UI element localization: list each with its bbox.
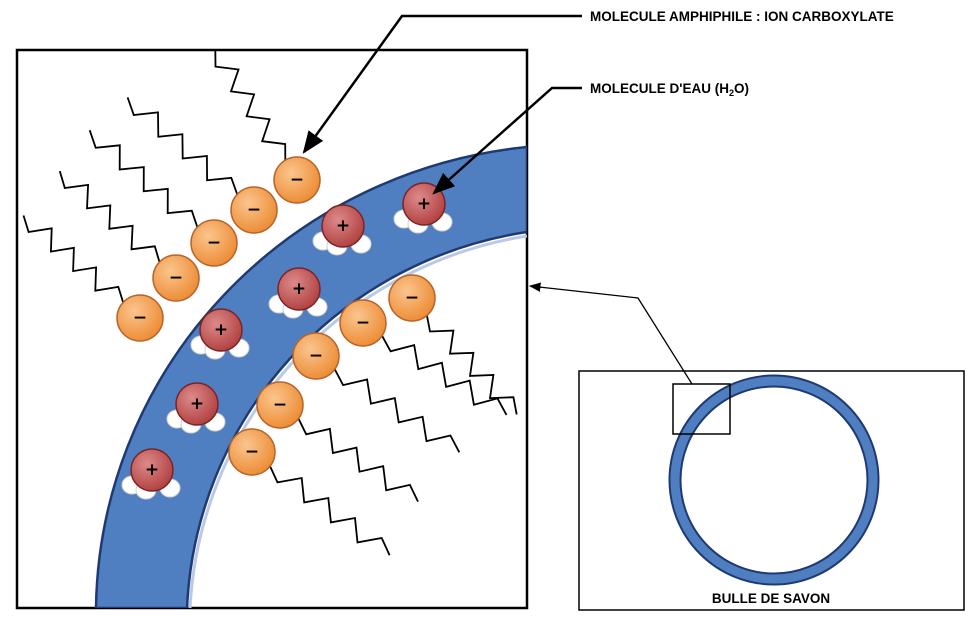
- carboxylate-head: [190, 219, 238, 267]
- carboxylate-tail: [22, 215, 125, 304]
- water-charge-label: +: [190, 394, 204, 414]
- carboxylate-tail: [268, 464, 391, 556]
- carboxylate-head: [228, 428, 276, 476]
- carboxylate-charge-label: −: [247, 200, 261, 220]
- carboxylate-head: [292, 332, 340, 380]
- carboxylate-charge-label: −: [309, 346, 323, 366]
- carboxylate-head: [116, 294, 164, 342]
- bubble-caption: BULLE DE SAVON: [712, 591, 830, 606]
- water-charge-label: +: [336, 216, 350, 236]
- carboxylate-charge-label: −: [133, 308, 147, 328]
- carboxylate-charge-label: −: [169, 268, 183, 288]
- carboxylate-head: [388, 274, 436, 322]
- zoom-selection-box: [672, 383, 731, 435]
- water-molecule: [277, 267, 321, 311]
- carboxylate-head: [273, 156, 321, 204]
- carboxylate-tail: [333, 367, 461, 453]
- water-charge-label: +: [214, 320, 228, 340]
- carboxylate-charge-label: −: [356, 313, 370, 333]
- carboxylate-tail: [214, 50, 287, 162]
- callouts: MOLECULE AMPHIPHILE : ION CARBOXYLATE MO…: [302, 9, 894, 385]
- zoom-panel: − − − − − − − − − − + + + + + +: [15, 48, 529, 610]
- inset-panel-frame: [578, 370, 965, 611]
- water-label-main: MOLECULE D'EAU (H: [590, 81, 729, 96]
- carboxylate-head: [256, 381, 304, 429]
- carboxylate-head: [152, 254, 200, 302]
- soap-film-band: [94, 145, 527, 608]
- bubble-ring-fill: [670, 376, 878, 584]
- carboxylate-tail: [126, 97, 239, 196]
- water-charge-label: +: [417, 194, 431, 214]
- molecule-layer: − − − − − − − − − − + + + + + +: [22, 50, 518, 556]
- carboxylate-tail: [425, 314, 518, 415]
- water-callout-line: [432, 86, 582, 195]
- water-molecule: [175, 382, 219, 426]
- carboxylate-tail: [297, 417, 419, 502]
- carboxylate-tail: [380, 334, 508, 416]
- carboxylate-head: [339, 299, 387, 347]
- zoom-connector-line: [528, 282, 693, 385]
- water-charge-label: +: [292, 279, 306, 299]
- water-label-end: O): [734, 81, 749, 96]
- water-molecule: [199, 308, 243, 352]
- water-label: MOLECULE D'EAU (H2O): [590, 81, 749, 98]
- water-molecule: [130, 448, 174, 492]
- carboxylate-tail: [58, 170, 161, 264]
- carboxylate-tail: [88, 129, 199, 229]
- carboxylate-charge-label: −: [207, 233, 221, 253]
- inset-panel: BULLE DE SAVON: [578, 370, 965, 611]
- carboxylate-charge-label: −: [290, 170, 304, 190]
- soap-film-highlight: [188, 234, 527, 608]
- amphiphile-callout-line: [302, 14, 582, 154]
- carboxylate-head: [230, 186, 278, 234]
- carboxylate-charge-label: −: [245, 442, 259, 462]
- water-molecule: [321, 204, 365, 248]
- carboxylate-charge-label: −: [273, 395, 287, 415]
- amphiphile-label: MOLECULE AMPHIPHILE : ION CARBOXYLATE: [590, 9, 894, 24]
- water-charge-label: +: [145, 460, 159, 480]
- carboxylate-charge-label: −: [405, 288, 419, 308]
- water-label-subscript: 2: [729, 88, 734, 98]
